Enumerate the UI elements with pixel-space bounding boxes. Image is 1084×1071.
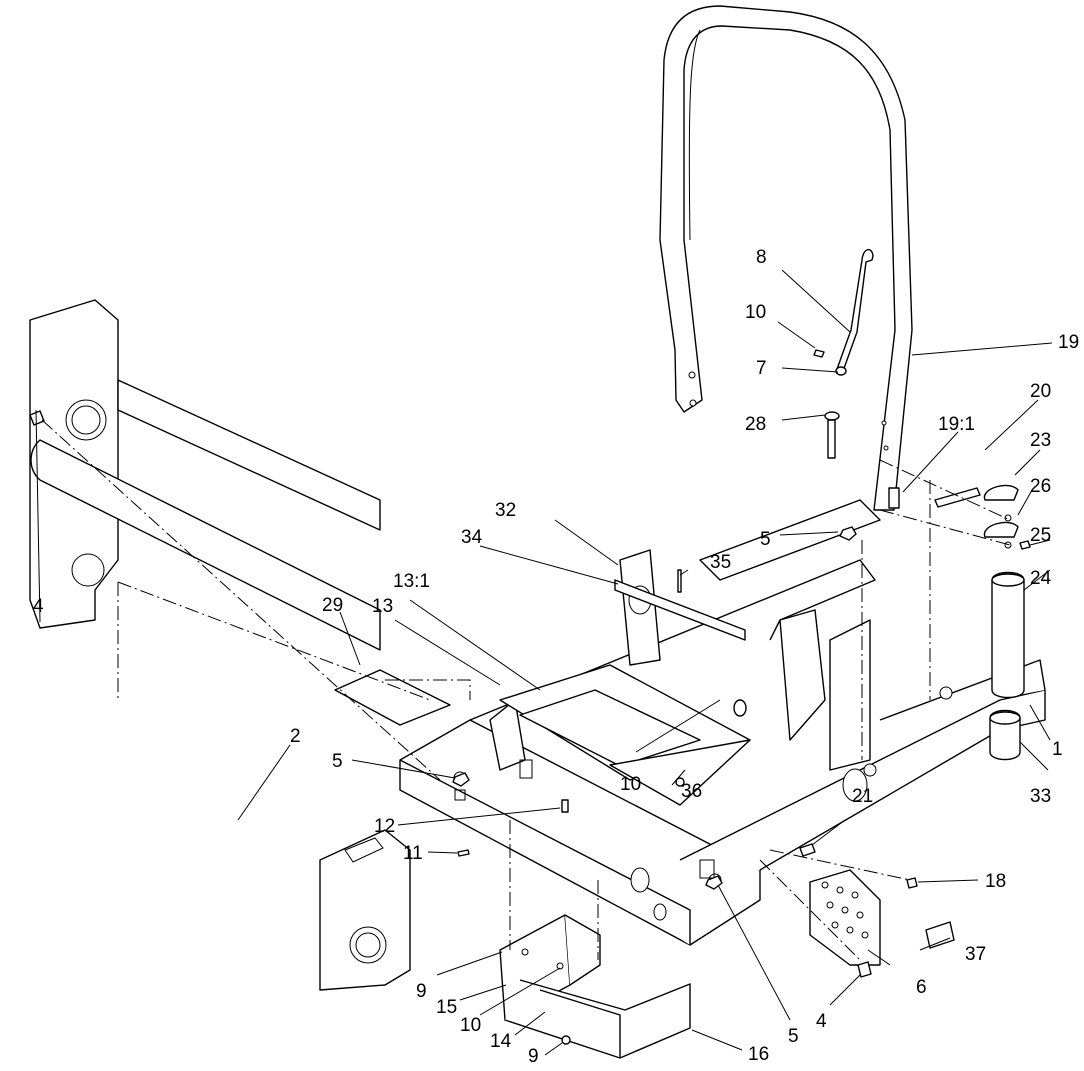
pin-clip bbox=[835, 366, 847, 376]
decal-19-1 bbox=[888, 487, 900, 509]
nut-36 bbox=[675, 777, 685, 787]
bolt-4-left bbox=[29, 410, 45, 426]
callout-15: 15 bbox=[436, 997, 457, 1018]
callout-4-left: 4 bbox=[33, 596, 44, 617]
leader-lines bbox=[35, 269, 1053, 1056]
strap-34 bbox=[614, 579, 746, 641]
plate-13-1-decal bbox=[519, 689, 701, 767]
callout-19: 19 bbox=[1058, 332, 1079, 353]
callout-25: 25 bbox=[1030, 525, 1051, 546]
callout-29: 29 bbox=[322, 595, 343, 616]
callout-12: 12 bbox=[374, 816, 395, 837]
callout-23: 23 bbox=[1030, 430, 1051, 451]
pin-shaft bbox=[827, 419, 836, 459]
callout-10-bottom: 10 bbox=[460, 1015, 481, 1036]
callout-32: 32 bbox=[495, 500, 516, 521]
battery-box bbox=[499, 914, 691, 1059]
callout-10-top: 10 bbox=[745, 302, 766, 323]
seat-clamp-assembly bbox=[934, 484, 1031, 550]
callout-9-lower: 9 bbox=[528, 1046, 539, 1067]
callout-labels: 8 10 7 28 19 20 19:1 23 26 25 24 1 33 5 … bbox=[33, 247, 1079, 1067]
callout-5-top: 5 bbox=[760, 529, 771, 550]
callout-19-1: 19:1 bbox=[938, 414, 975, 435]
callout-26: 26 bbox=[1030, 476, 1051, 497]
bolt-4-right bbox=[857, 961, 872, 978]
callout-13: 13 bbox=[372, 596, 393, 617]
screw-10-top bbox=[813, 349, 825, 358]
callout-8: 8 bbox=[756, 247, 767, 268]
callout-35: 35 bbox=[710, 552, 731, 573]
phantom-lines bbox=[41, 419, 1011, 961]
bolt-12 bbox=[561, 799, 569, 813]
callout-9-upper: 9 bbox=[416, 981, 427, 1002]
callout-16: 16 bbox=[748, 1044, 769, 1065]
nut-5-top bbox=[839, 526, 857, 541]
callout-36: 36 bbox=[681, 781, 702, 802]
callout-5-bottom: 5 bbox=[788, 1026, 799, 1047]
callout-7: 7 bbox=[756, 358, 767, 379]
callout-14: 14 bbox=[490, 1031, 512, 1052]
callout-28: 28 bbox=[745, 414, 766, 435]
foot-step-6 bbox=[809, 869, 881, 966]
bolt-20 bbox=[934, 487, 981, 508]
callout-10-mid: 10 bbox=[620, 774, 641, 795]
callout-6: 6 bbox=[916, 977, 927, 998]
callout-5-left: 5 bbox=[332, 751, 343, 772]
plate-13-lower bbox=[609, 739, 751, 806]
callout-13-1: 13:1 bbox=[393, 571, 430, 592]
washer bbox=[824, 411, 840, 421]
bolt-35 bbox=[677, 569, 682, 593]
hitch-pin-assembly bbox=[813, 249, 874, 459]
spacer-10-mid bbox=[733, 699, 747, 717]
callout-1: 1 bbox=[1052, 739, 1063, 760]
callout-18: 18 bbox=[985, 871, 1006, 892]
callout-2: 2 bbox=[290, 726, 301, 747]
bolt-18 bbox=[906, 877, 918, 889]
callout-34: 34 bbox=[461, 527, 483, 548]
rear-bumper bbox=[29, 299, 411, 991]
callout-33: 33 bbox=[1030, 786, 1051, 807]
callout-24: 24 bbox=[1030, 568, 1052, 589]
callout-21: 21 bbox=[852, 786, 873, 807]
spacer-21 bbox=[799, 843, 816, 857]
decal-37 bbox=[925, 921, 955, 949]
decal-29 bbox=[334, 669, 451, 726]
callout-4-right: 4 bbox=[816, 1011, 827, 1032]
tube-24 bbox=[991, 571, 1025, 699]
screw-11 bbox=[457, 849, 470, 857]
callout-11: 11 bbox=[403, 843, 423, 864]
roll-bar bbox=[659, 5, 913, 511]
callout-37: 37 bbox=[965, 944, 986, 965]
nut-5-left bbox=[452, 772, 470, 787]
nut-25 bbox=[1019, 540, 1031, 550]
callout-20: 20 bbox=[1030, 381, 1051, 402]
